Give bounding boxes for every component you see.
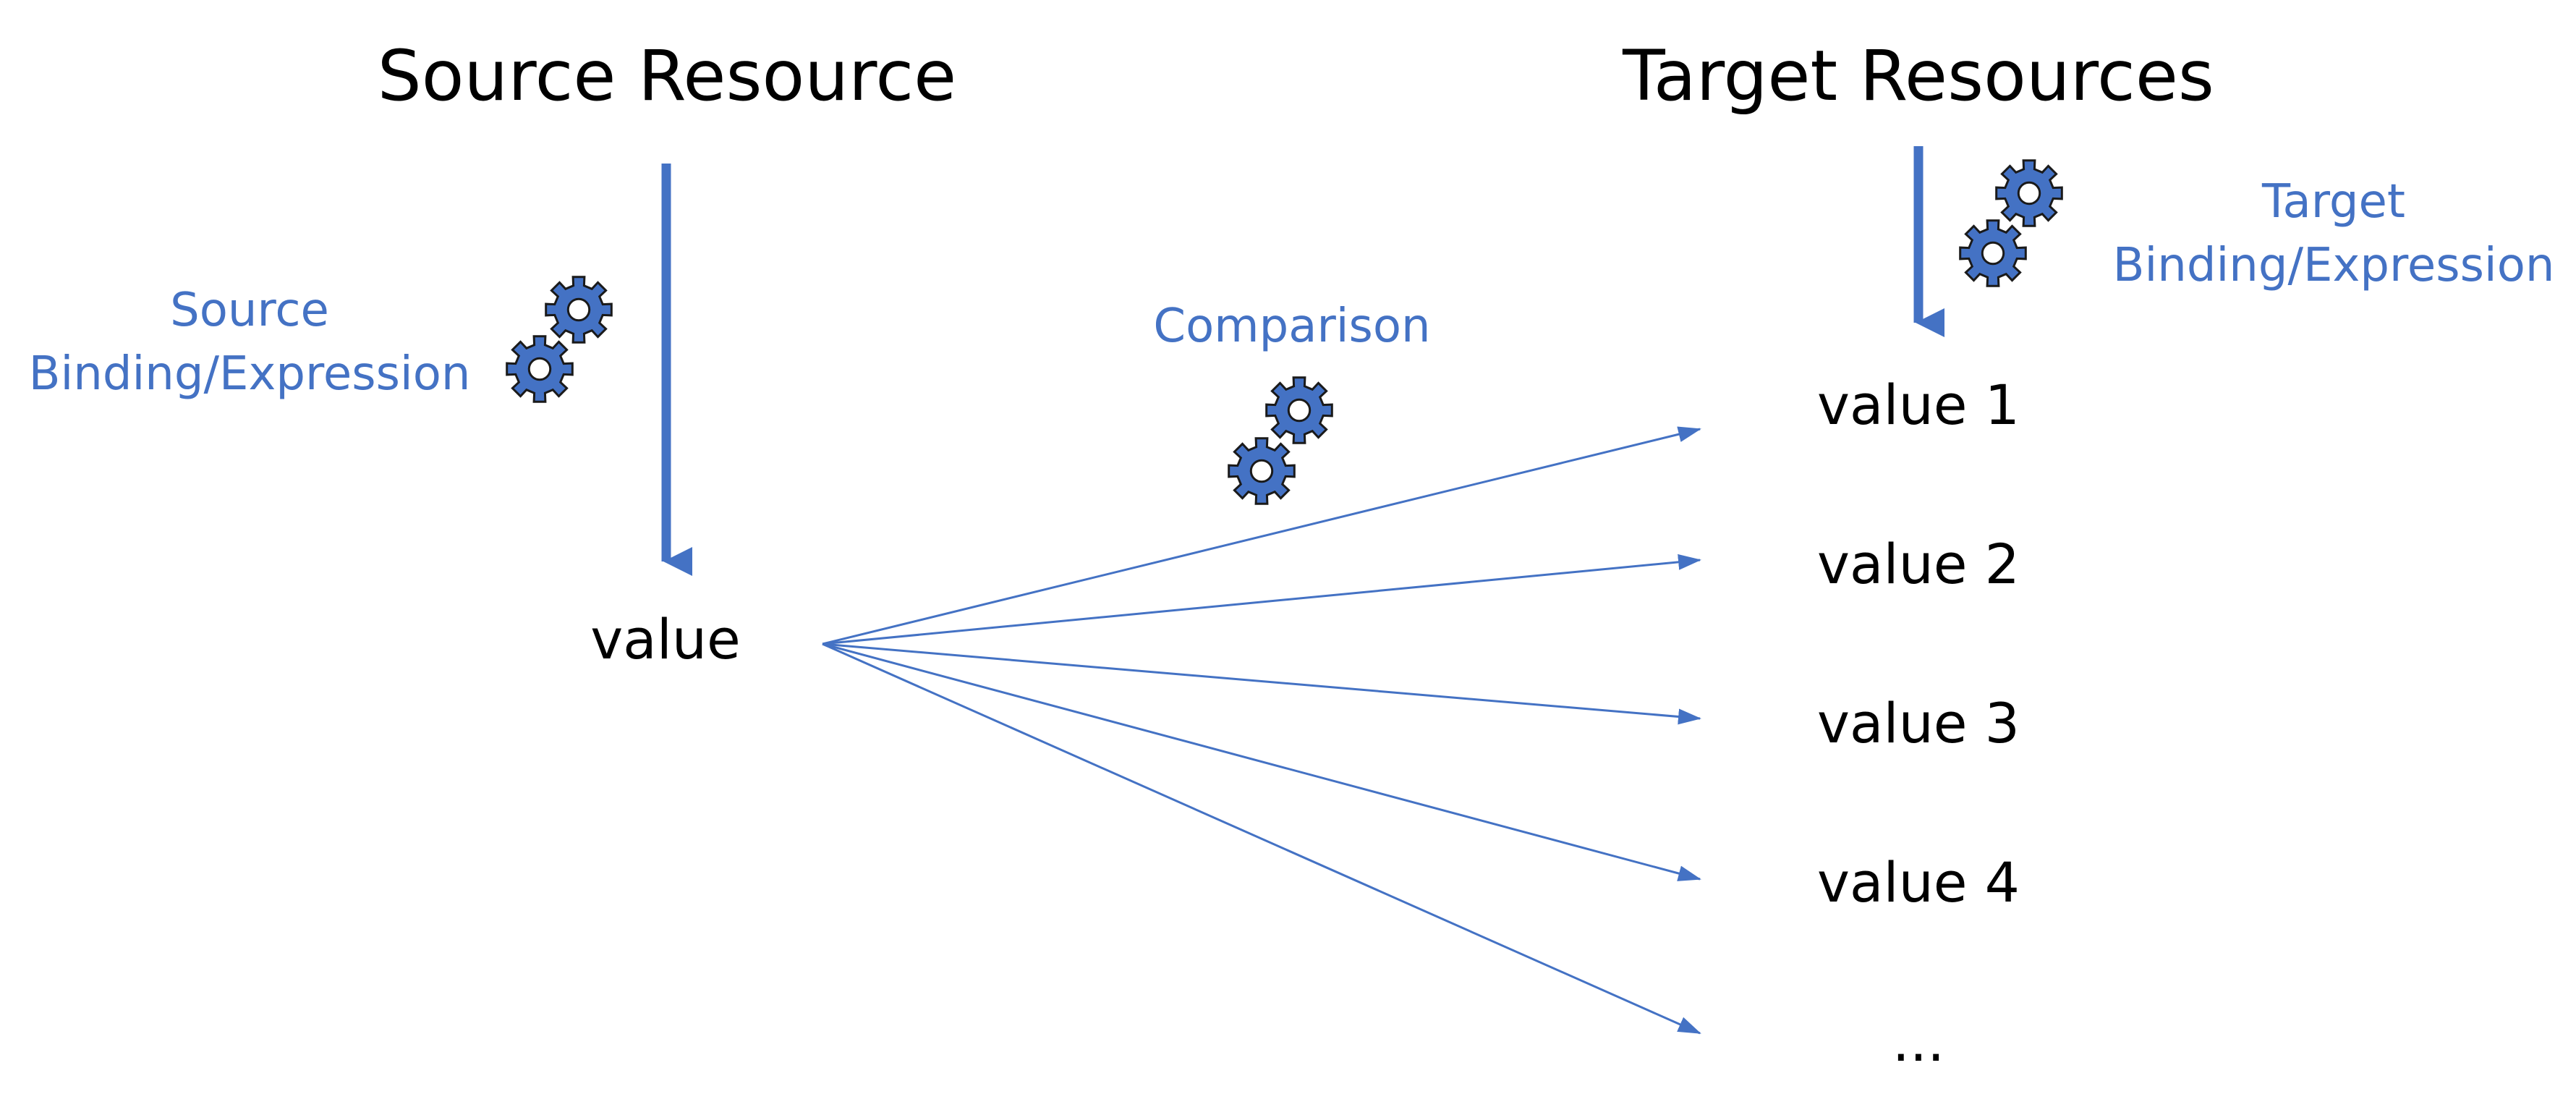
gears-icon — [506, 276, 613, 403]
gear-icon — [1995, 159, 2063, 227]
source-binding-label-line1: Source — [170, 284, 329, 337]
gear-icon — [1265, 376, 1333, 444]
target-value-4: value 4 — [1817, 850, 2020, 915]
comparison-arrow-3 — [822, 643, 1701, 725]
target-resources-title: Target Resources — [1622, 35, 2214, 116]
target-value-more: ... — [1892, 1009, 1944, 1074]
source-resource-title: Source Resource — [378, 35, 956, 116]
source-value: value — [590, 607, 741, 671]
comparison-arrow-5 — [822, 643, 1701, 1035]
target-binding-label-line1: Target — [2261, 175, 2405, 229]
target-binding-label-line2: Binding/Expression — [2113, 239, 2555, 292]
comparison-arrow-2 — [822, 554, 1701, 645]
gears-icon — [1959, 159, 2063, 287]
comparison-arrow-1 — [822, 426, 1701, 645]
comparison-arrow-4 — [822, 643, 1701, 881]
target-value-3: value 3 — [1817, 691, 2020, 755]
target-value-1: value 1 — [1817, 373, 2020, 437]
gears-icon — [1228, 376, 1333, 505]
gear-icon — [506, 335, 574, 403]
gear-icon — [545, 276, 613, 344]
target-value-2: value 2 — [1817, 532, 2020, 596]
comparison-label: Comparison — [1153, 300, 1430, 353]
source-binding-label-line2: Binding/Expression — [29, 347, 471, 401]
gear-icon — [1959, 219, 2027, 287]
gear-icon — [1228, 437, 1296, 505]
